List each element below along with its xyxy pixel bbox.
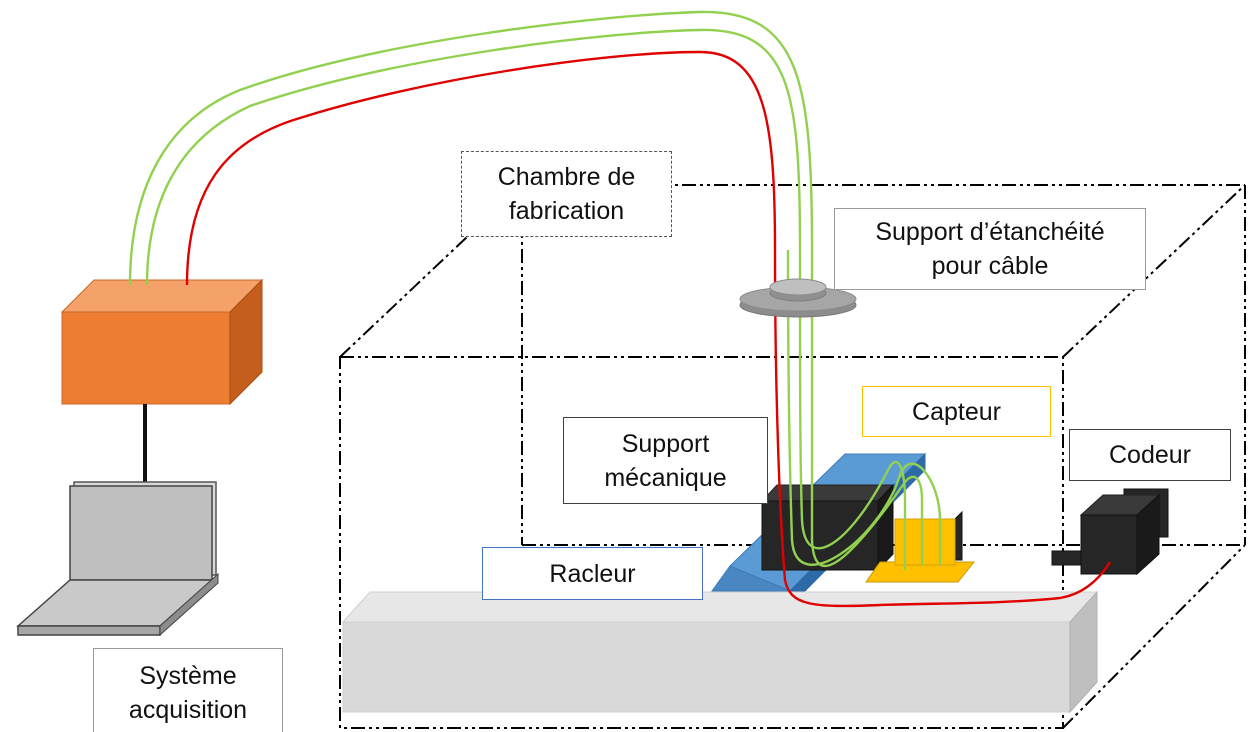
label-codeur: Codeur <box>1069 429 1231 481</box>
encoder <box>1051 488 1169 576</box>
signal-cable-sensor <box>786 249 942 566</box>
platform-front <box>342 621 1071 713</box>
label-chambre-fabrication: Chambre de fabrication <box>461 151 672 237</box>
sensor-base-plate <box>865 561 976 583</box>
laptop-screen <box>69 485 213 581</box>
seal-cap-disc <box>769 278 827 296</box>
signal-cable-inner <box>145 28 907 570</box>
label-support-mecanique: Support mécanique <box>563 417 768 504</box>
signal-cable-outer <box>128 10 924 568</box>
chamber-right-diagonal <box>1062 184 1246 358</box>
encoder-side <box>1136 493 1160 576</box>
chamber-left-diagonal <box>339 184 523 358</box>
cable-seal-support <box>739 278 857 318</box>
label-racleur: Racleur <box>482 547 703 600</box>
laptop <box>16 481 219 637</box>
label-systeme-acquisition: Système acquisition <box>93 648 283 732</box>
acquisition-box <box>60 278 264 406</box>
label-support-etancheite: Support d’étanchéité pour câble <box>834 208 1146 290</box>
support-side <box>877 483 894 572</box>
laptop-base-edge <box>17 625 161 636</box>
box-front <box>61 311 231 405</box>
cables <box>128 10 1112 608</box>
chamber-bottom-diagonal <box>1062 544 1246 729</box>
box-top <box>60 279 264 313</box>
box-side <box>229 278 263 406</box>
build-platform <box>341 590 1099 714</box>
label-capteur: Capteur <box>862 386 1051 437</box>
laptop-base-side <box>159 572 219 637</box>
platform-top <box>341 591 1099 623</box>
platform-side <box>1069 590 1098 714</box>
encoder-shaft <box>1051 550 1085 566</box>
power-cable <box>185 50 1112 608</box>
support-front <box>761 500 879 571</box>
support-top <box>760 484 895 502</box>
laptop-keyboard <box>16 579 214 627</box>
